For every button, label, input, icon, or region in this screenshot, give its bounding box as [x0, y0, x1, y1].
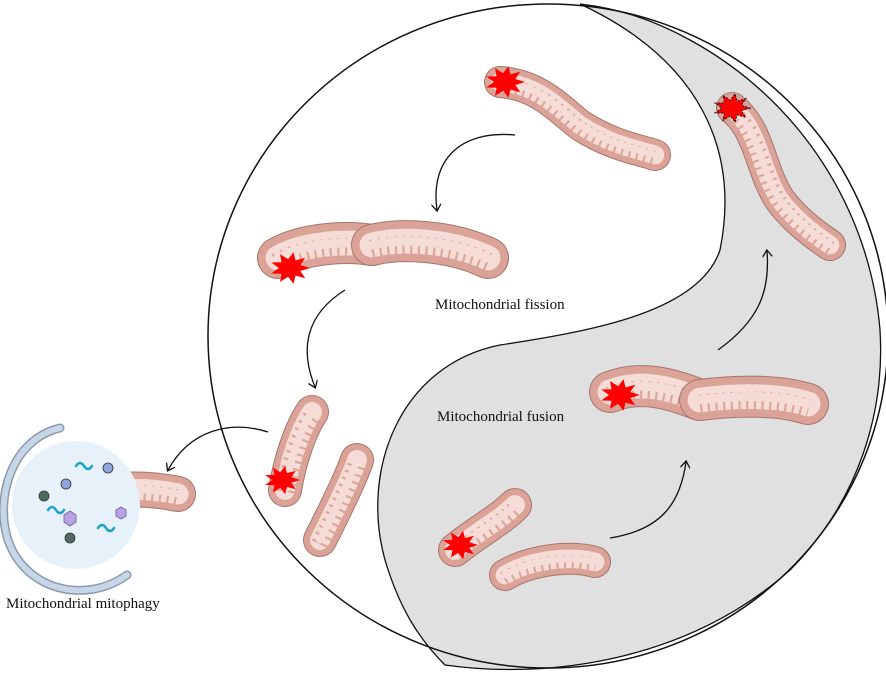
damage-spot: [486, 66, 525, 98]
fusion-label: Mitochondrial fusion: [437, 409, 565, 425]
mitochondrion-fused-elongated: [713, 92, 846, 261]
cargo-fragment: [46, 505, 66, 515]
cargo-fragment: [74, 461, 94, 471]
mitochondria-layer: [72, 66, 846, 591]
cargo-fragment: [96, 523, 116, 533]
mitochondrion-daughter-healthy: [303, 443, 374, 557]
fusion-half-shading: [377, 3, 882, 671]
damage-spot: [443, 530, 478, 560]
arrow-fission-step-2: [306, 289, 346, 387]
mitochondrion-fusing-right: [679, 375, 829, 425]
damage-spot: [271, 252, 310, 284]
fission-label: Mitochondrial fission: [435, 297, 565, 313]
cargo-hexagon: [63, 510, 77, 527]
arrow-fusion-step-1: [609, 462, 686, 539]
damage-spot: [601, 379, 640, 411]
damage-spot: [713, 92, 752, 124]
arrow-to-mitophagy: [168, 426, 269, 470]
arrow-fusion-step-2: [717, 251, 767, 351]
mitochondrion-damaged-top: [484, 66, 671, 171]
cargo-particle: [64, 532, 76, 544]
damage-spot: [265, 465, 300, 495]
yin-yang-outer-circle: [207, 3, 886, 669]
mitochondrion-fusion-input-damaged: [438, 488, 532, 567]
mitochondrion-daughter-damaged: [265, 395, 329, 507]
lysosome-cargo: [38, 461, 127, 544]
cargo-particle: [60, 478, 72, 490]
mitochondrion-constricting-right: [351, 220, 509, 279]
cargo-particle: [102, 462, 114, 474]
lysosome: [12, 441, 140, 569]
arrow-fission-step-1: [436, 133, 516, 210]
mitophagy-label: Mitochondrial mitophagy: [6, 596, 160, 612]
cargo-particle: [38, 490, 50, 502]
cargo-hexagon: [115, 506, 127, 520]
mitochondrion-fusion-input-healthy: [489, 542, 611, 591]
